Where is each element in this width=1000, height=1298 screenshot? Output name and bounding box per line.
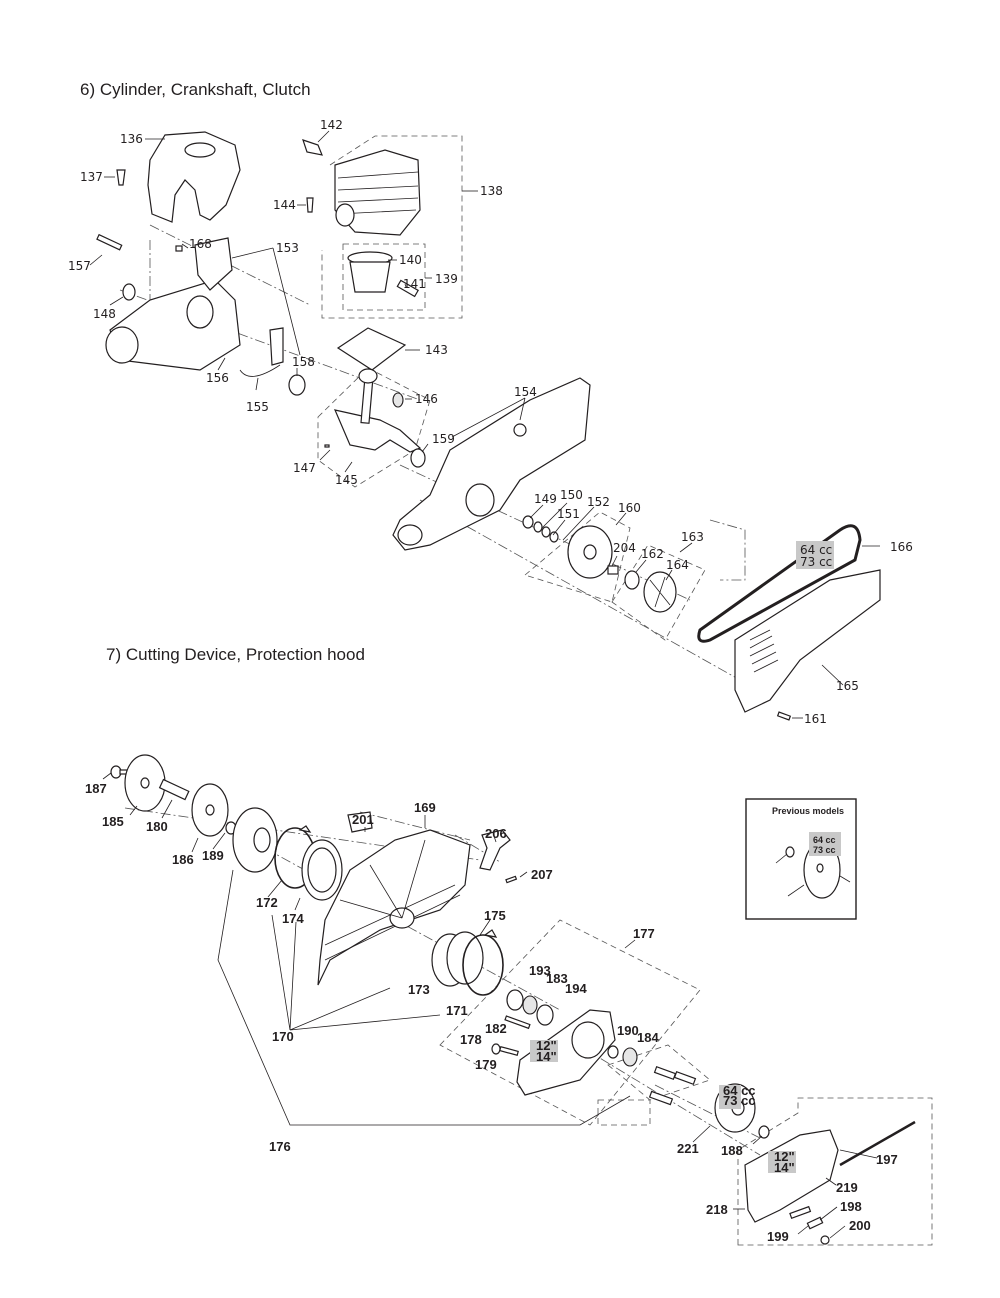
part-number: 200 xyxy=(849,1218,871,1233)
cylinder-cover-part xyxy=(147,131,241,223)
part-number: 183 xyxy=(546,971,568,986)
part-number: 180 xyxy=(146,819,168,834)
guard-blade-size-12in: 12" xyxy=(774,1149,795,1164)
part-number: 147 xyxy=(293,461,316,475)
part-number: 143 xyxy=(425,343,448,357)
part-number: 165 xyxy=(836,679,859,693)
part-number: 146 xyxy=(415,392,438,406)
part-number: 162 xyxy=(641,547,664,561)
cylinder-gasket-part xyxy=(336,327,407,371)
drive-belt-part xyxy=(697,524,862,643)
part-number: 201 xyxy=(352,812,374,827)
part-number: 173 xyxy=(408,982,430,997)
part-number: 184 xyxy=(637,1030,659,1045)
part-number: 219 xyxy=(836,1180,858,1195)
part-number: 188 xyxy=(721,1143,743,1158)
part-number: 148 xyxy=(93,307,116,321)
part-number: 182 xyxy=(485,1021,507,1036)
part-number: 140 xyxy=(399,253,422,267)
part-number: 156 xyxy=(206,371,229,385)
part-number: 206 xyxy=(485,826,507,841)
part-number: 161 xyxy=(804,712,827,726)
part-number: 170 xyxy=(272,1029,294,1044)
section-6-drawing: 64 cc 73 cc 136 xyxy=(68,118,913,726)
part-number: 149 xyxy=(534,492,557,506)
part-number: 197 xyxy=(876,1152,898,1167)
part-number: 179 xyxy=(475,1057,497,1072)
inset-displacement-64cc: 64 cc xyxy=(813,835,836,845)
part-number: 164 xyxy=(666,558,689,572)
part-number: 157 xyxy=(68,259,91,273)
blade-size-12in: 12" xyxy=(536,1038,557,1053)
guard-blade-size-14in: 14" xyxy=(774,1160,795,1175)
part-number: 144 xyxy=(273,198,296,212)
part-number: 172 xyxy=(256,895,278,910)
part-number: 204 xyxy=(613,541,636,555)
section-title-cutting-device-protection-hood: 7) Cutting Device, Protection hood xyxy=(106,645,365,664)
part-number: 198 xyxy=(840,1199,862,1214)
part-number: 169 xyxy=(414,800,436,815)
part-number: 159 xyxy=(432,432,455,446)
part-number: 207 xyxy=(531,867,553,882)
part-number: 218 xyxy=(706,1202,728,1217)
belt-guard-part xyxy=(734,569,881,713)
part-number: 139 xyxy=(435,272,458,286)
part-number: 176 xyxy=(269,1139,291,1154)
displacement-label-73cc: 73 cc xyxy=(800,555,832,569)
previous-models-inset xyxy=(745,798,857,920)
part-number: 186 xyxy=(172,852,194,867)
part-number: 199 xyxy=(767,1229,789,1244)
part-number: 145 xyxy=(335,473,358,487)
part-number: 178 xyxy=(460,1032,482,1047)
protection-hood-part xyxy=(317,829,471,986)
inset-displacement-73cc: 73 cc xyxy=(813,845,836,855)
part-number: 177 xyxy=(633,926,655,941)
part-number: 142 xyxy=(320,118,343,132)
part-number: 175 xyxy=(484,908,506,923)
part-number: 163 xyxy=(681,530,704,544)
part-number: 151 xyxy=(557,507,580,521)
section-title-cylinder-crankshaft-clutch: 6) Cylinder, Crankshaft, Clutch xyxy=(80,80,311,99)
part-number: 174 xyxy=(282,911,304,926)
displacement-73cc: 73 cc xyxy=(723,1093,756,1108)
part-number: 154 xyxy=(514,385,537,399)
part-number: 153 xyxy=(276,241,299,255)
part-number: 137 xyxy=(80,170,103,184)
part-number: 187 xyxy=(85,781,107,796)
part-number: 194 xyxy=(565,981,587,996)
blade-size-14in: 14" xyxy=(536,1049,557,1064)
part-number: 155 xyxy=(246,400,269,414)
displacement-64cc: 64 cc xyxy=(723,1083,756,1098)
part-number: 152 xyxy=(587,495,610,509)
part-number: 221 xyxy=(677,1141,699,1156)
part-number: 158 xyxy=(292,355,315,369)
part-number: 136 xyxy=(120,132,143,146)
part-number: 141 xyxy=(403,277,426,291)
part-number: 160 xyxy=(618,501,641,515)
blade-guard-part xyxy=(744,1129,839,1223)
crankshaft-part xyxy=(333,409,422,453)
part-number: 189 xyxy=(202,848,224,863)
inset-title: Previous models xyxy=(772,806,844,816)
part-number: 138 xyxy=(480,184,503,198)
part-number: 168 xyxy=(189,237,212,251)
cutting-arm-crankcase-part xyxy=(392,377,591,551)
part-number: 166 xyxy=(890,540,913,554)
displacement-label-64cc: 64 cc xyxy=(800,543,832,557)
part-number: 185 xyxy=(102,814,124,829)
part-number: 150 xyxy=(560,488,583,502)
part-number: 193 xyxy=(529,963,551,978)
part-number: 171 xyxy=(446,1003,468,1018)
part-number: 190 xyxy=(617,1023,639,1038)
section-7-drawing: Previous models 64 cc 73 cc 12" 14" 64 c… xyxy=(85,754,933,1246)
